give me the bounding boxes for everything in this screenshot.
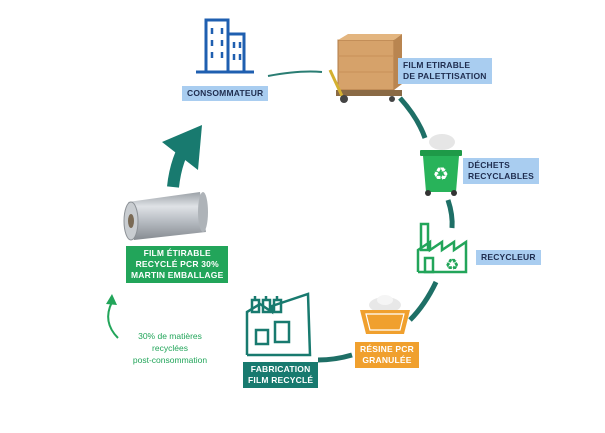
label-dechets-line-2: RECYCLABLES — [468, 171, 534, 181]
small-arrow-icon — [106, 294, 119, 339]
label-film-palettisation-line-2: DE PALETTISATION — [403, 71, 487, 81]
label-film-palettisation: FILM ETIRABLE DE PALETTISATION — [398, 58, 492, 84]
label-fabrication-line-2: FILM RECYCLÉ — [248, 375, 314, 385]
path-segment-top — [267, 70, 323, 77]
note-line-1: 30% de matières — [138, 331, 202, 341]
factory-icon — [245, 292, 312, 357]
label-dechets: DÉCHETS RECYCLABLES — [463, 158, 539, 184]
svg-text:♻: ♻ — [445, 255, 459, 274]
path-segment-right-top — [398, 96, 428, 139]
note-line-3: post-consommation — [132, 355, 208, 365]
label-film-recycle-line-1: FILM ÉTIRABLE — [143, 248, 211, 258]
label-film-recycle-line-3: MARTIN EMBALLAGE — [131, 270, 224, 280]
label-film-recycle-line-2: RECYCLÉ PCR 30% — [135, 259, 219, 269]
resin-tray-icon — [360, 295, 410, 334]
label-recycleur-text: RECYCLEUR — [481, 252, 536, 262]
cycle-arrow-icon — [162, 125, 202, 188]
label-fabrication: FABRICATION FILM RECYCLÉ — [243, 362, 319, 388]
pallet-truck-icon — [328, 34, 402, 103]
factory-recycle-icon: ♻ — [416, 222, 468, 274]
cycle-path — [267, 70, 455, 363]
recycling-bin-icon: ♻ — [420, 134, 462, 196]
note-line-2: recyclées — [152, 343, 188, 353]
label-resine: RÉSINE PCR GRANULÉE — [355, 342, 419, 368]
path-segment-right-bottom — [408, 280, 439, 322]
film-roll-icon — [123, 192, 208, 241]
label-resine-line-1: RÉSINE PCR — [360, 344, 414, 354]
recycled-content-note: 30% de matières recyclées post-consommat… — [122, 330, 218, 366]
label-consommateur-text: CONSOMMATEUR — [187, 88, 264, 98]
building-icon — [196, 18, 254, 74]
path-segment-right — [445, 199, 455, 229]
path-segment-bottom — [317, 352, 353, 363]
label-film-palettisation-line-1: FILM ETIRABLE — [403, 60, 471, 70]
svg-text:♻: ♻ — [433, 164, 449, 185]
label-dechets-line-1: DÉCHETS — [468, 160, 511, 170]
label-fabrication-line-1: FABRICATION — [250, 364, 311, 374]
label-film-recycle: FILM ÉTIRABLE RECYCLÉ PCR 30% MARTIN EMB… — [126, 246, 229, 283]
label-consommateur: CONSOMMATEUR — [182, 86, 269, 101]
label-recycleur: RECYCLEUR — [476, 250, 541, 265]
label-resine-line-2: GRANULÉE — [362, 355, 412, 365]
